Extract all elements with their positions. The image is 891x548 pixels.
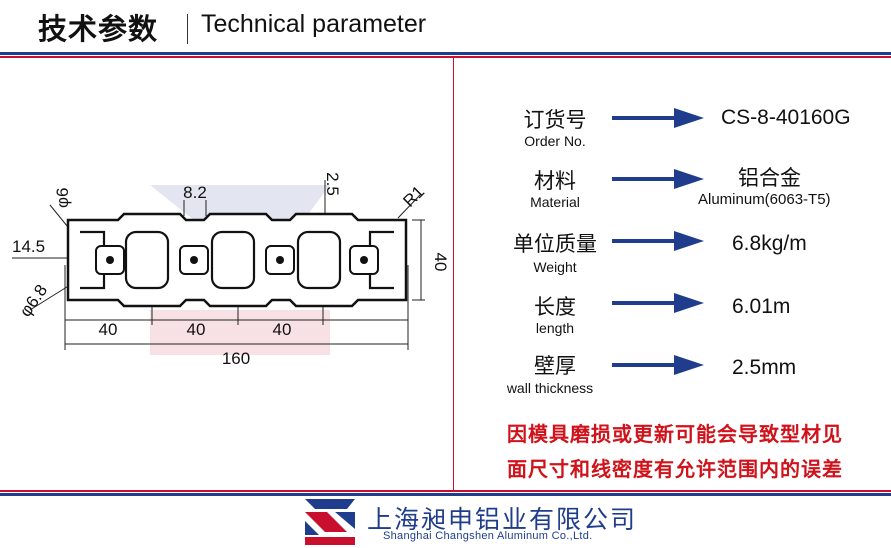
header-rule-red	[0, 56, 891, 58]
spec-value-material-sub: Aluminum(6063-T5)	[698, 191, 831, 208]
arrow-right-icon	[612, 293, 704, 313]
dim-pitch-2: 40	[187, 320, 206, 339]
page-title-en: Technical parameter	[201, 10, 427, 38]
spec-value-order: CS-8-40160G	[721, 106, 851, 129]
dim-width: 160	[222, 349, 250, 368]
company-name-cn: 上海昶申铝业有限公司	[367, 505, 638, 534]
dim-hole-small: φ6	[53, 188, 72, 208]
arrow-right-icon	[612, 231, 704, 251]
arrow-right-icon	[612, 169, 704, 189]
dim-pitch-1: 40	[99, 320, 118, 339]
notice-line-2: 面尺寸和线密度有允许范围内的误差	[507, 457, 843, 481]
spec-value-weight: 6.8kg/m	[732, 232, 807, 255]
company-logo-icon	[305, 499, 355, 545]
spec-label-wall-en: wall thickness	[506, 380, 594, 396]
title-separator	[187, 14, 188, 44]
dim-wall: 2.5	[323, 172, 342, 196]
column-divider	[453, 58, 454, 490]
footer-rule-red	[0, 490, 891, 492]
company-name-en: Shanghai Changshen Aluminum Co.,Ltd.	[383, 530, 593, 542]
profile-drawing: 40 40 40 160 40 8.2 2.5 14.5 φ6 φ6.8 R1	[12, 172, 450, 368]
spec-label-wall-cn: 壁厚	[534, 354, 576, 378]
dim-height: 40	[431, 253, 450, 272]
spec-label-order-cn: 订货号	[523, 108, 587, 132]
spec-label-material-cn: 材料	[534, 169, 576, 193]
spec-label-weight-en: Weight	[533, 259, 577, 275]
spec-label-weight-cn: 单位质量	[513, 232, 597, 256]
footer-rule-blue	[0, 493, 891, 496]
dim-radius: R1	[399, 182, 428, 211]
spec-value-material: 铝合金	[738, 167, 801, 190]
arrow-right-icon	[612, 355, 704, 375]
spec-label-material-en: Material	[530, 194, 580, 210]
notice-line-1: 因模具磨损或更新可能会导致型材见	[507, 422, 843, 446]
aluminum-profile	[66, 212, 408, 308]
dim-offset: 14.5	[12, 237, 45, 256]
spec-label-length-cn: 长度	[534, 295, 576, 319]
spec-label-length-en: length	[535, 320, 575, 336]
page-title-cn: 技术参数	[38, 12, 159, 46]
spec-label-order-en: Order No.	[524, 133, 586, 149]
dim-slot: 8.2	[183, 183, 207, 202]
spec-value-length: 6.01m	[732, 295, 791, 318]
header-rule-blue	[0, 52, 891, 55]
arrow-right-icon	[612, 108, 704, 128]
spec-value-wall: 2.5mm	[732, 356, 797, 379]
dim-pitch-3: 40	[273, 320, 292, 339]
